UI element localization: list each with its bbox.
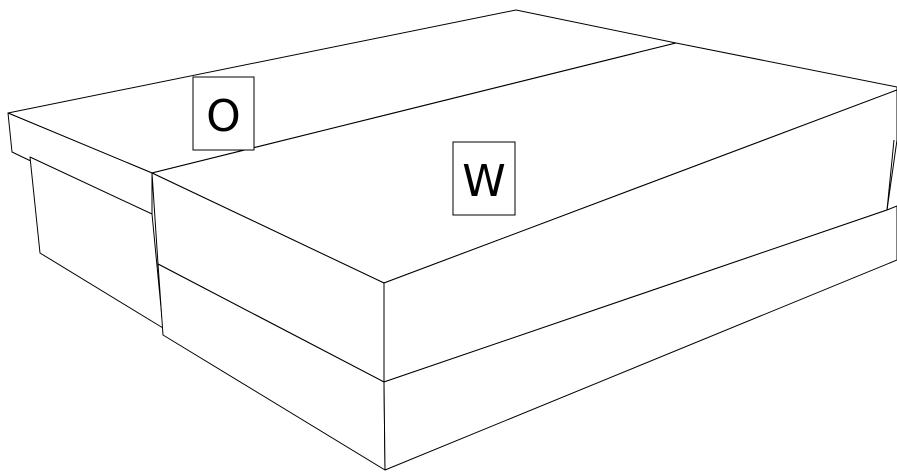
label-w-box [452, 141, 516, 216]
label-w: W [452, 141, 516, 216]
back-box [7, 9, 677, 329]
label-o: O [192, 76, 255, 151]
label-o-text: O [206, 91, 241, 142]
front-box-right-edge [886, 139, 895, 211]
front-box-lid-right-side [383, 89, 897, 383]
label-o-box [192, 76, 255, 151]
label-w-text: W [462, 156, 506, 207]
front-box [151, 42, 897, 471]
front-box-body-right-side [383, 205, 897, 471]
